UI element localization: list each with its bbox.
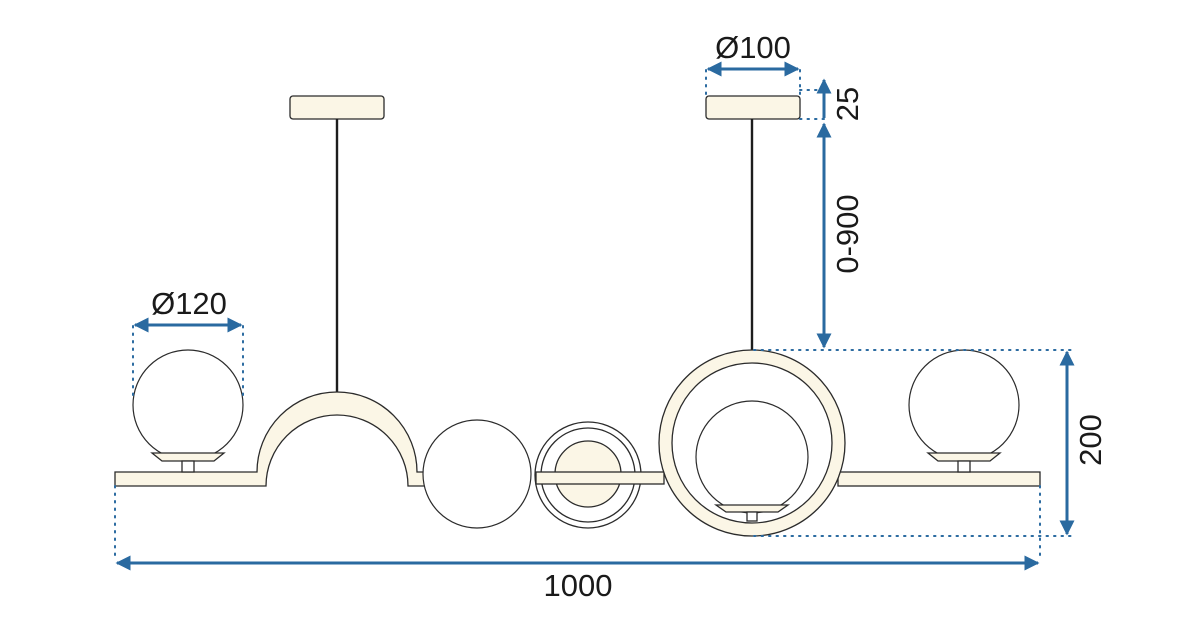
canopy-diameter-label: Ø100 xyxy=(715,30,791,65)
fixture-height-label: 200 xyxy=(1073,414,1108,466)
left-globe-stem xyxy=(181,460,195,473)
right-globe-stem xyxy=(957,460,971,473)
canopy-height-label: 25 xyxy=(830,87,865,121)
right-globe xyxy=(908,349,1020,461)
left-ceiling-canopy xyxy=(289,95,385,120)
right-ceiling-canopy xyxy=(705,95,801,120)
middle-connector-bar xyxy=(535,471,665,485)
ring-globe xyxy=(695,400,809,514)
right-arm-bar xyxy=(837,471,1041,487)
right-globe-holder xyxy=(926,452,1002,462)
cable-length-label: 0-900 xyxy=(830,194,865,273)
left-globe xyxy=(132,349,244,461)
ring-globe-stem xyxy=(746,511,758,522)
left-globe-holder xyxy=(150,452,226,462)
ring-globe-holder xyxy=(713,504,791,513)
globe-diameter-label: Ø120 xyxy=(151,286,227,321)
total-length-label: 1000 xyxy=(544,568,613,603)
center-globe xyxy=(422,419,532,529)
